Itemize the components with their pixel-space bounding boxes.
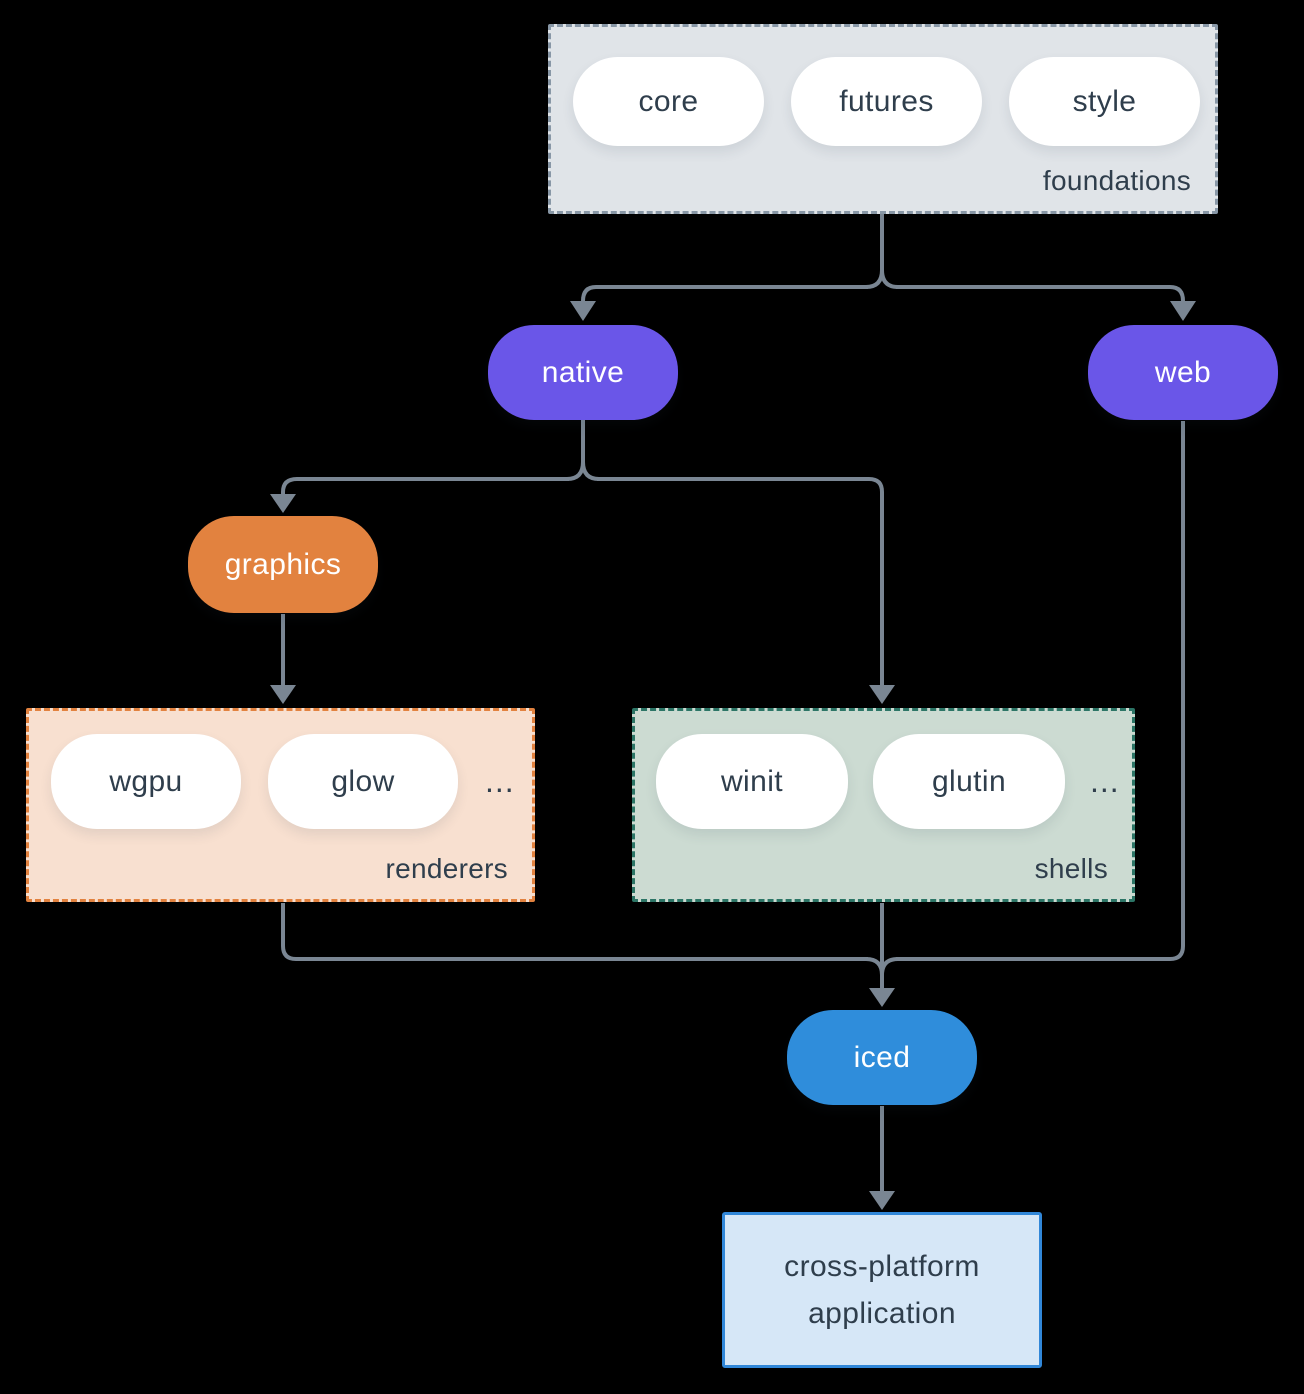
application-label: cross-platform application [784,1250,980,1330]
renderers-ellipsis: ... [485,763,515,799]
arrowhead-iced [869,988,895,1007]
arrowhead-web [1170,301,1196,321]
group-foundations: core futures style foundations [548,24,1218,214]
edge-web-down [896,421,1185,961]
edge-merge-flare-right [880,957,899,976]
node-iced: iced [787,1010,977,1105]
edge-foundations-flare-right [880,269,899,289]
node-style: style [1009,57,1200,146]
shells-pill-row: winit glutin ... [635,711,1132,829]
arrowhead-native [570,301,596,321]
node-glutin: glutin [873,734,1065,829]
foundations-pill-row: core futures style [551,27,1215,146]
node-cross-platform-application: cross-platform application [722,1212,1042,1368]
edge-to-native [581,285,868,303]
renderers-pill-row: wgpu glow ... [29,711,532,829]
node-winit: winit [656,734,848,829]
edge-to-web [896,285,1185,303]
node-glow: glow [268,734,458,829]
group-label-renderers: renderers [385,853,508,884]
node-core: core [573,57,764,146]
node-futures: futures [791,57,982,146]
edge-native-flare-right [581,461,600,481]
group-shells: winit glutin ... shells [632,708,1135,902]
arrowhead-graphics [270,494,296,513]
edge-to-shells [597,477,884,685]
arrowhead-renderers [270,685,296,704]
node-wgpu: wgpu [51,734,241,829]
group-label-shells: shells [1034,853,1108,884]
edge-native-flare-left [566,461,585,481]
group-renderers: wgpu glow ... renderers [26,708,535,902]
node-web: web [1088,325,1278,420]
arrowhead-shells [869,685,895,704]
edge-merge-flare-left [865,957,884,976]
edge-renderers-down [281,903,868,961]
edge-to-graphics [281,477,569,494]
node-native: native [488,325,678,420]
edge-foundations-flare-left [865,269,884,289]
node-graphics: graphics [188,516,378,613]
shells-ellipsis: ... [1090,763,1120,799]
arrowhead-application [869,1191,895,1210]
group-label-foundations: foundations [1042,165,1191,196]
